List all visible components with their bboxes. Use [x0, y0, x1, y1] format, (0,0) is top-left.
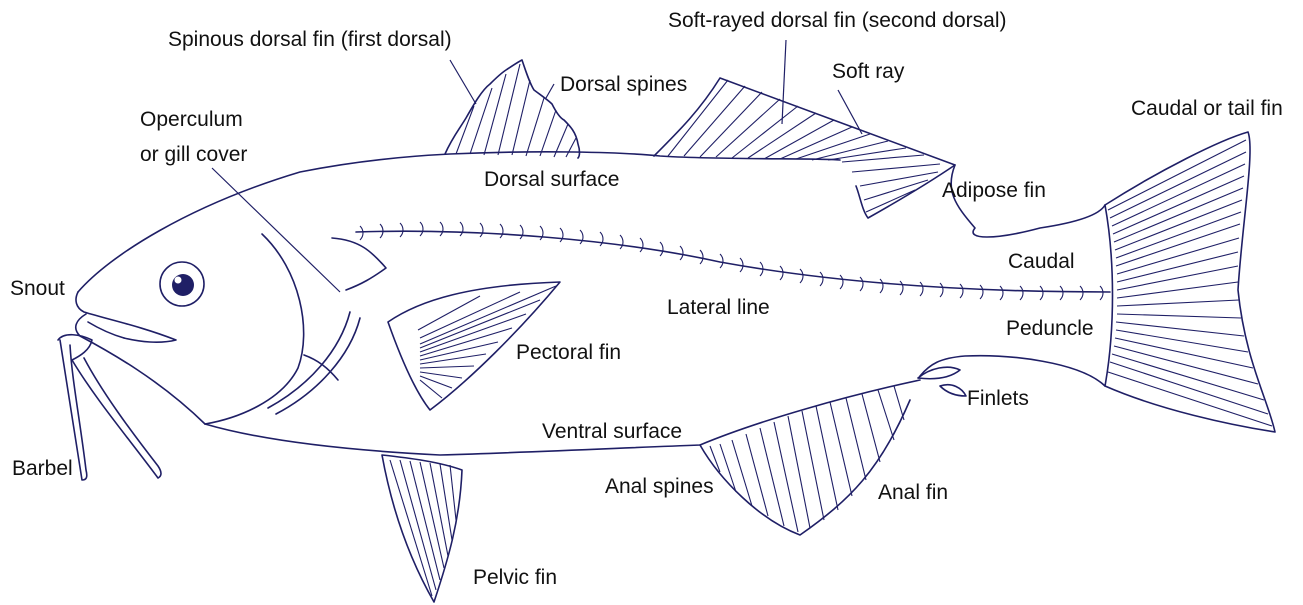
- label-anal-spines: Anal spines: [605, 475, 714, 498]
- pelvic-fin: [382, 455, 462, 602]
- label-ventral-surface: Ventral surface: [542, 420, 682, 443]
- label-caudal-fin: Caudal or tail fin: [1131, 97, 1283, 120]
- label-pelvic-fin: Pelvic fin: [473, 566, 557, 589]
- label-pectoral-fin: Pectoral fin: [516, 341, 621, 364]
- label-spinous-dorsal: Spinous dorsal fin (first dorsal): [168, 28, 452, 51]
- label-barbel: Barbel: [12, 457, 73, 480]
- gill-arc-inner-2: [276, 318, 360, 414]
- label-snout: Snout: [10, 277, 65, 300]
- lower-jaw: [76, 314, 205, 424]
- lip-line: [88, 322, 124, 338]
- operculum-outline: [332, 238, 386, 290]
- label-dorsal-spines: Dorsal spines: [560, 73, 687, 96]
- soft-rayed-dorsal-fin: [654, 78, 955, 218]
- label-operculum: Operculum: [140, 108, 243, 131]
- label-peduncle: Peduncle: [1006, 317, 1094, 340]
- label-soft-rayed-dorsal: Soft-rayed dorsal fin (second dorsal): [668, 9, 1007, 32]
- label-adipose-fin: Adipose fin: [942, 179, 1046, 202]
- label-lateral-line: Lateral line: [667, 296, 770, 319]
- gill-arc-inner-1: [268, 312, 350, 408]
- diagram-labels: Spinous dorsal fin (first dorsal) Soft-r…: [10, 9, 1283, 589]
- label-gill-cover: or gill cover: [140, 143, 247, 166]
- leader-lines: [212, 40, 862, 292]
- snout-upper-jaw: [76, 292, 176, 342]
- label-soft-ray: Soft ray: [832, 60, 905, 83]
- eye-pupil: [172, 274, 194, 296]
- lateral-line: [356, 222, 1110, 300]
- eye-highlight: [175, 277, 182, 284]
- label-caudal: Caudal: [1008, 250, 1075, 273]
- label-finlets: Finlets: [967, 387, 1029, 410]
- label-dorsal-surface: Dorsal surface: [484, 168, 619, 191]
- label-anal-fin: Anal fin: [878, 481, 948, 504]
- caudal-fin: [1105, 132, 1275, 432]
